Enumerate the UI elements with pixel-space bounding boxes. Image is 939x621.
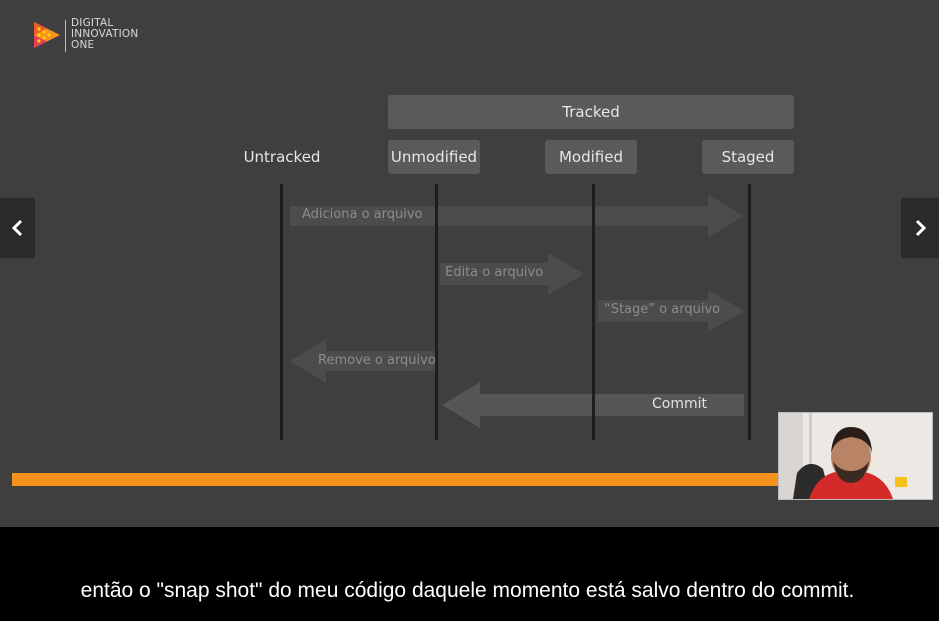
logo-line-3: ONE: [71, 39, 95, 51]
arrow-commit-label: Commit: [652, 396, 707, 412]
arrow-stage-label: “Stage” o arquivo: [604, 302, 721, 317]
presentation-slide: DIGITAL INNOVATION ONE Tracked Untracked…: [0, 0, 939, 527]
arrow-edit: [440, 253, 584, 295]
lifeline-untracked: [280, 184, 283, 440]
state-untracked: Untracked: [243, 148, 321, 166]
prev-slide-button[interactable]: [0, 198, 35, 258]
state-unmodified: Unmodified: [388, 140, 480, 174]
lifeline-modified: [592, 184, 595, 440]
logo-text: DIGITAL INNOVATION ONE: [71, 18, 138, 51]
arrow-add: [290, 194, 744, 238]
progress-bar: [12, 473, 782, 486]
chevron-right-icon: [915, 219, 927, 237]
state-modified: Modified: [545, 140, 637, 174]
logo-line-1: DIGITAL: [71, 17, 114, 29]
next-slide-button[interactable]: [901, 198, 939, 258]
arrow-remove-label: Remove o arquivo: [318, 353, 436, 368]
subtitle-caption: então o "snap shot" do meu código daquel…: [18, 574, 917, 608]
state-staged: Staged: [702, 140, 794, 174]
arrow-edit-label: Edita o arquivo: [445, 265, 544, 280]
arrow-add-label: Adiciona o arquivo: [302, 207, 423, 222]
chevron-left-icon: [11, 219, 22, 237]
logo-line-2: INNOVATION: [71, 28, 139, 40]
arrow-remove: [290, 339, 436, 383]
presenter-video: [779, 413, 932, 499]
lifeline-unmodified: [435, 184, 438, 440]
presenter-webcam: [778, 412, 933, 500]
logo: DIGITAL INNOVATION ONE: [32, 18, 152, 58]
arrow-stage: [598, 290, 744, 332]
tracked-header: Tracked: [388, 95, 794, 129]
logo-separator: [65, 20, 66, 52]
lifeline-staged: [748, 184, 751, 440]
play-logo-icon: [34, 22, 60, 48]
